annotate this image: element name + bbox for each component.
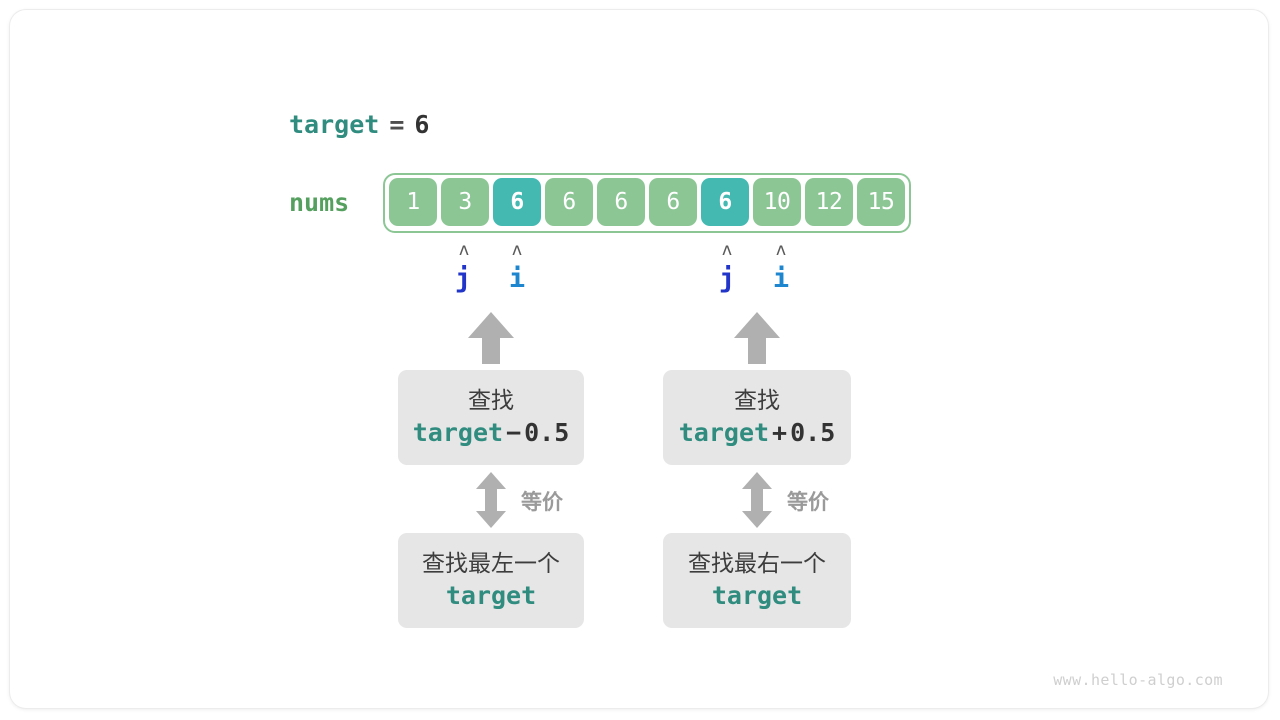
expr-keyword: target [711, 581, 803, 610]
search-box-left-top-line1: 查找 [468, 388, 514, 414]
search-box-left-top-expression: target−0.5 [413, 420, 570, 445]
expr-keyword: target [412, 418, 504, 447]
pointer-caret-i-left: ʌ [511, 240, 523, 260]
search-box-left-bottom[interactable]: 查找最左一个 target [398, 533, 584, 628]
pointer-caret-i-right: ʌ [775, 240, 787, 260]
array-cell[interactable]: 12 [805, 178, 853, 226]
diagram-frame [10, 10, 1268, 708]
search-box-right-top[interactable]: 查找 target+0.5 [663, 370, 851, 465]
array-cell[interactable]: 15 [857, 178, 905, 226]
equivalence-label-right: 等价 [787, 490, 829, 514]
array-label: nums [289, 188, 350, 217]
array-container: 1 3 6 6 6 6 6 10 12 15 [383, 173, 911, 233]
pointer-label-j-left: j [454, 263, 472, 294]
target-value: 6 [414, 110, 430, 139]
pointer-label-j-right: j [718, 263, 736, 294]
array-cell[interactable]: 1 [389, 178, 437, 226]
array-cell[interactable]: 6 [649, 178, 697, 226]
search-box-right-top-expression: target+0.5 [679, 420, 836, 445]
search-box-right-top-line1: 查找 [734, 388, 780, 414]
pointer-caret-j-right: ʌ [721, 240, 733, 260]
up-arrow-icon-left [468, 312, 514, 364]
array-cell[interactable]: 10 [753, 178, 801, 226]
search-box-right-bottom[interactable]: 查找最右一个 target [663, 533, 851, 628]
array-cell[interactable]: 6 [545, 178, 593, 226]
expr-operator: − [506, 418, 522, 447]
equals-sign: = [389, 110, 405, 139]
up-arrow-icon-right [734, 312, 780, 364]
expr-number: 0.5 [790, 418, 836, 447]
expr-operator: + [772, 418, 788, 447]
search-box-right-bottom-keyword: target [712, 583, 802, 608]
array-cell[interactable]: 3 [441, 178, 489, 226]
pointer-caret-j-left: ʌ [458, 240, 470, 260]
target-declaration: target = 6 [289, 110, 429, 139]
pointer-label-i-right: i [772, 263, 790, 294]
expr-number: 0.5 [524, 418, 570, 447]
array-cell-highlighted[interactable]: 6 [701, 178, 749, 226]
search-box-left-bottom-keyword: target [446, 583, 536, 608]
array-cell-highlighted[interactable]: 6 [493, 178, 541, 226]
search-box-left-top[interactable]: 查找 target−0.5 [398, 370, 584, 465]
target-keyword: target [289, 110, 380, 139]
array-cell[interactable]: 6 [597, 178, 645, 226]
search-box-right-bottom-line1: 查找最右一个 [688, 551, 826, 577]
double-arrow-icon-left [476, 472, 506, 528]
pointer-label-i-left: i [508, 263, 526, 294]
expr-keyword: target [678, 418, 770, 447]
expr-keyword: target [445, 581, 537, 610]
watermark: www.hello-algo.com [1053, 671, 1223, 689]
search-box-left-bottom-line1: 查找最左一个 [422, 551, 560, 577]
equivalence-label-left: 等价 [521, 490, 563, 514]
double-arrow-icon-right [742, 472, 772, 528]
